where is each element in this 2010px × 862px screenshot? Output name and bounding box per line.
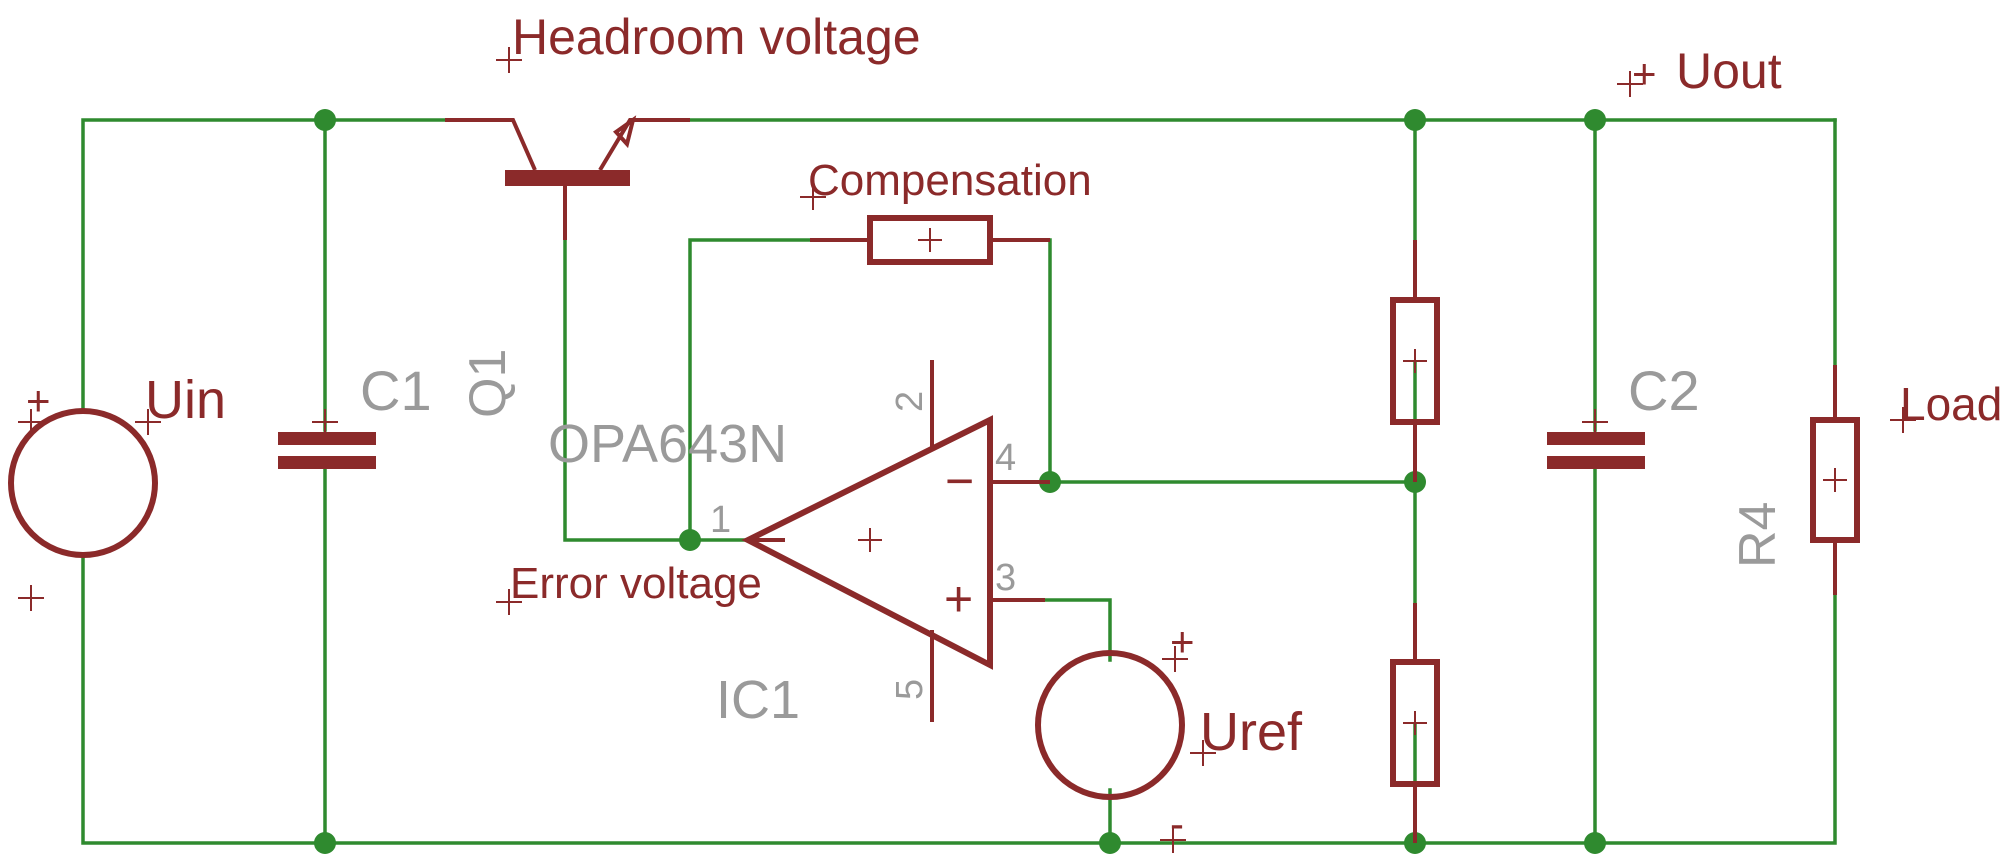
q1-transistor <box>445 47 690 240</box>
c2-label: C2 <box>1628 359 1700 422</box>
q1-label: Q1 <box>459 349 517 418</box>
junction-dot <box>1584 109 1606 131</box>
junction-dot <box>1404 109 1426 131</box>
wire-base-to-output <box>563 238 747 542</box>
ic1-opamp <box>741 360 1050 722</box>
uin-plus-sign: + <box>26 377 51 424</box>
c1-label: C1 <box>360 359 432 422</box>
pin-5-label: 5 <box>889 679 931 700</box>
error-voltage-label: Error voltage <box>510 559 762 608</box>
r4-load-resistor <box>1810 365 1916 595</box>
pin-1-label: 1 <box>710 499 731 541</box>
pin-4-label: 4 <box>995 437 1016 479</box>
junction-dot <box>1584 832 1606 854</box>
junction-dot <box>314 832 336 854</box>
uref-label: Uref <box>1200 702 1303 762</box>
r4-label: R4 <box>1729 502 1787 568</box>
uref-minus-sign: - <box>1170 800 1184 847</box>
compensation-resistor <box>800 184 1050 265</box>
headroom-voltage-label: Headroom voltage <box>512 9 921 65</box>
junction-dot <box>679 529 701 551</box>
wire-uref-top <box>1043 598 1112 662</box>
uref-voltage-source <box>1035 646 1216 853</box>
opamp-minus-sign: − <box>945 453 974 509</box>
opamp-value-label: OPA643N <box>548 414 787 474</box>
uin-label: Uin <box>145 370 226 430</box>
divider-lower-resistor <box>1390 603 1440 843</box>
uout-plus-sign: + <box>1632 50 1657 97</box>
pin-2-label: 2 <box>889 391 931 412</box>
compensation-label: Compensation <box>808 156 1092 205</box>
uout-label: Uout <box>1676 43 1782 99</box>
junction-dot <box>1099 832 1121 854</box>
c1-capacitor <box>278 409 376 469</box>
error-origin-marker <box>496 589 522 615</box>
pin-3-label: 3 <box>995 557 1016 599</box>
ic1-label: IC1 <box>716 670 800 730</box>
c2-capacitor <box>1547 71 1645 469</box>
load-label: Load <box>1900 378 2002 430</box>
wire-bottom-rail <box>81 553 1837 845</box>
junction-dot <box>314 109 336 131</box>
divider-upper-resistor <box>1390 240 1440 482</box>
uref-plus-sign: + <box>1170 618 1195 665</box>
uin-voltage-source <box>8 408 161 611</box>
opamp-plus-sign: + <box>944 571 973 627</box>
